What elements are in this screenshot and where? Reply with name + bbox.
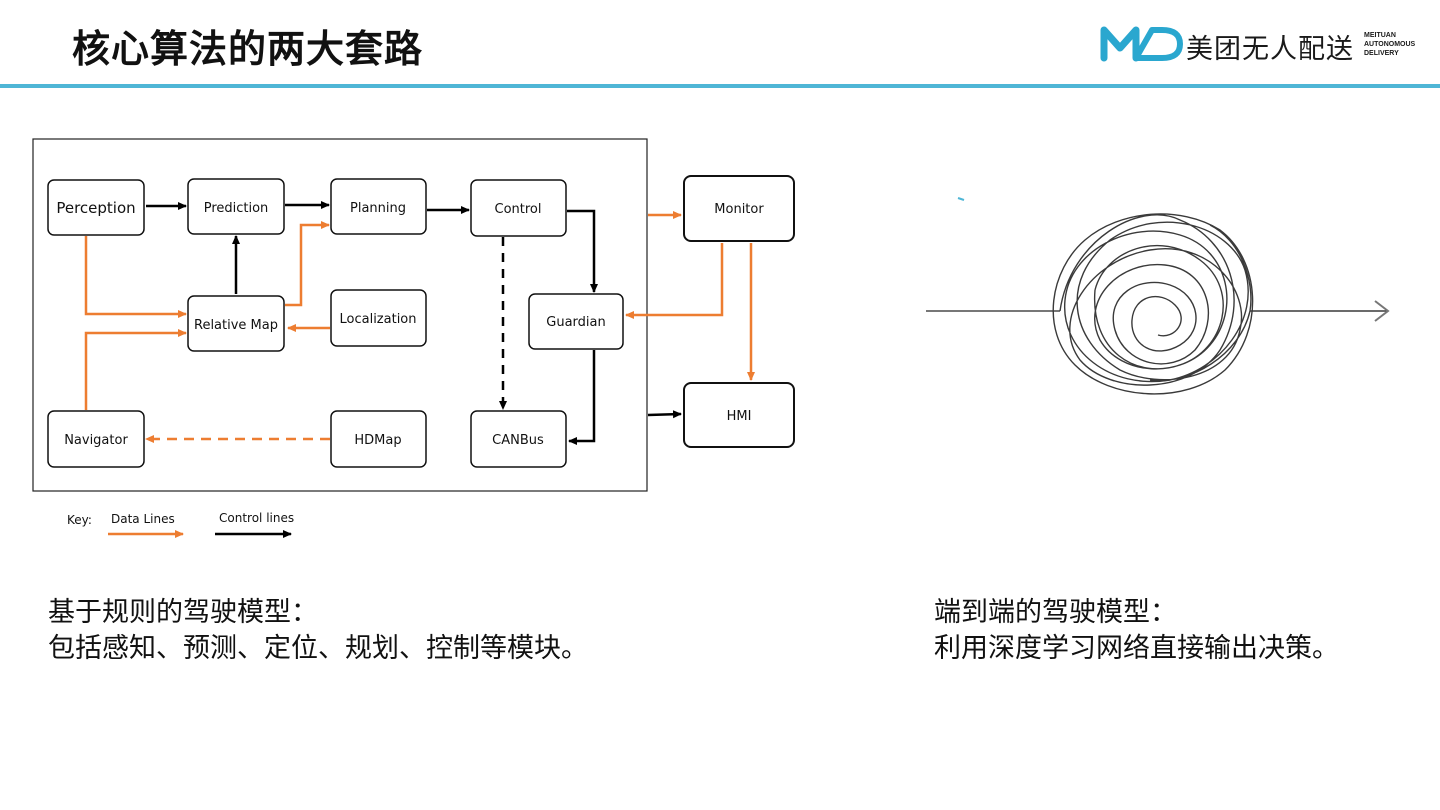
- tangled-line-illustration: [926, 197, 1390, 395]
- tangle-knot: [1052, 213, 1388, 395]
- logo-english-text: MEITUAN AUTONOMOUS DELIVERY: [1364, 31, 1434, 58]
- logo-en-line: DELIVERY: [1364, 50, 1399, 57]
- node-perception: [47, 179, 145, 236]
- node-label-localization: Localization: [340, 312, 417, 327]
- legend-control-lines-label: Control lines: [219, 511, 294, 525]
- right-caption-line1: 端到端的驾驶模型：: [934, 597, 1177, 628]
- logo-chinese-text: 美团无人配送: [1186, 34, 1354, 65]
- node-label-prediction: Prediction: [204, 201, 269, 216]
- header-divider: [0, 84, 1440, 88]
- tangle-accent-mark: [957, 197, 965, 201]
- legend-key-label: Key:: [67, 513, 92, 527]
- tangle-arrow-head: [1374, 300, 1390, 322]
- control-line-guardian-canbus: [568, 350, 596, 445]
- node-label-navigator: Navigator: [64, 433, 128, 448]
- node-hdmap: [330, 410, 427, 468]
- node-label-monitor: Monitor: [714, 202, 764, 217]
- node-label-relative-map: Relative Map: [194, 318, 278, 333]
- node-relative-map: [187, 295, 285, 352]
- node-planning: [330, 178, 427, 235]
- node-label-control: Control: [495, 202, 542, 217]
- data-line-perception-relmap: [84, 236, 187, 318]
- data-line-monitor-guardian: [625, 243, 724, 319]
- node-control: [470, 179, 567, 237]
- page-title: 核心算法的两大套路: [72, 27, 424, 71]
- left-caption: 基于规则的驾驶模型： 包括感知、预测、定位、规划、控制等模块。: [48, 595, 588, 667]
- node-navigator: [47, 410, 145, 468]
- right-caption-line2: 利用深度学习网络直接输出决策。: [934, 633, 1339, 664]
- legend-data-lines-label: Data Lines: [111, 512, 175, 526]
- node-hmi: [683, 382, 795, 448]
- node-label-guardian: Guardian: [546, 315, 605, 330]
- data-line-relmap-planning: [285, 221, 330, 307]
- node-localization: [330, 289, 427, 347]
- node-monitor: [683, 175, 795, 242]
- node-label-canbus: CANBus: [492, 433, 544, 448]
- node-guardian: [528, 293, 624, 350]
- node-prediction: [187, 178, 285, 235]
- node-label-perception: Perception: [56, 199, 135, 217]
- logo-en-line: MEITUAN: [1364, 32, 1396, 39]
- node-canbus: [470, 410, 567, 468]
- mad-logo: [1100, 26, 1183, 62]
- control-line-control-guardian: [567, 209, 598, 293]
- node-label-hdmap: HDMap: [354, 433, 401, 448]
- control-line-canbus-hmi: [647, 410, 682, 419]
- left-caption-line1: 基于规则的驾驶模型：: [48, 597, 318, 628]
- node-label-hmi: HMI: [727, 409, 752, 424]
- node-label-planning: Planning: [350, 201, 406, 216]
- data-line-navigator-relmap: [84, 329, 187, 410]
- architecture-diagram: Perception Prediction Planning Control R…: [32, 138, 795, 538]
- logo-en-line: AUTONOMOUS: [1364, 41, 1416, 48]
- left-caption-line2: 包括感知、预测、定位、规划、控制等模块。: [48, 633, 588, 664]
- right-caption: 端到端的驾驶模型： 利用深度学习网络直接输出决策。: [934, 595, 1339, 667]
